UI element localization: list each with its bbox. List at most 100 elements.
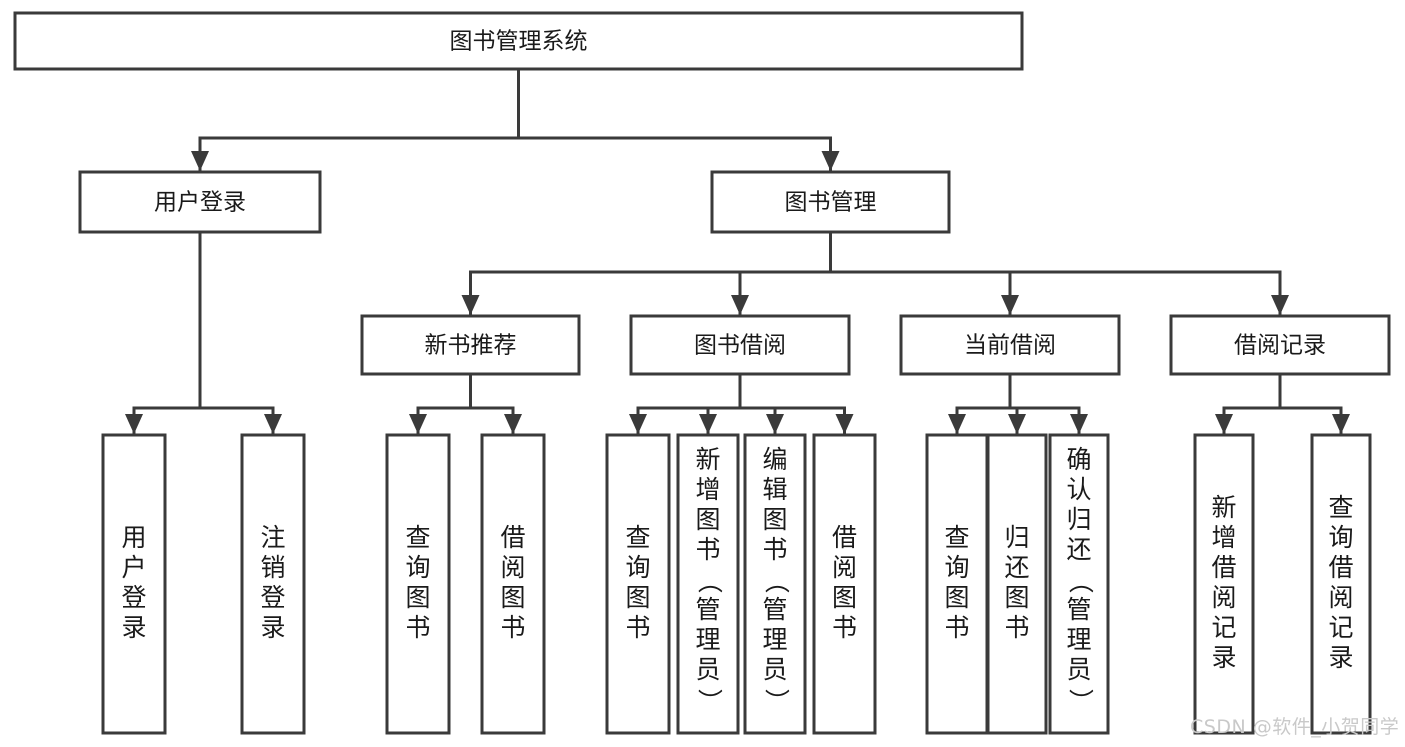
node-current-borrow[interactable]: 当前借阅 [899, 314, 1121, 376]
node-label-char: 询 [405, 553, 430, 582]
node-label-char: 询 [625, 553, 650, 582]
arrow-head-icon [264, 414, 282, 434]
node-label-char: 图 [625, 583, 650, 612]
node-label: 当前借阅 [964, 333, 1056, 359]
node-label-char: 图 [695, 505, 720, 534]
node-label: 用户登录 [154, 190, 246, 216]
node-label-char: 书 [762, 535, 787, 564]
arrow-head-icon [821, 151, 840, 171]
node-label-char: 借 [500, 523, 525, 552]
node-box [13, 11, 1024, 71]
node-label-char: 借 [832, 523, 857, 552]
node-box [385, 433, 451, 735]
node-label-char: 查 [944, 523, 969, 552]
node-new-book-recommend[interactable]: 新书推荐 [360, 314, 581, 376]
nodes-group: 图书管理系统用户登录图书管理新书推荐图书借阅当前借阅借阅记录用户登录注销登录查询… [13, 11, 1391, 735]
node-label-char: 归 [1066, 505, 1091, 534]
node-label-char: （ [1066, 568, 1095, 593]
node-label-char: 书 [500, 613, 525, 642]
node-box [78, 170, 322, 234]
node-label-char: 书 [1004, 613, 1029, 642]
node-label-char: 管 [762, 595, 787, 624]
node-label: 图书管理系统 [450, 29, 588, 55]
node-label-char: 图 [500, 583, 525, 612]
arrow-head-icon [1001, 295, 1019, 315]
node-label-char: 记 [1211, 613, 1236, 642]
node-box [1193, 433, 1255, 735]
node-label-char: 新 [695, 445, 720, 474]
node-label-char: 确 [1066, 445, 1091, 474]
arrow-head-icon [731, 295, 749, 315]
node-box [710, 170, 951, 234]
node-box [605, 433, 671, 735]
arrow-head-icon [629, 414, 647, 434]
node-label-char: 归 [1004, 523, 1029, 552]
arrow-head-icon [191, 151, 209, 171]
node-box [743, 433, 807, 735]
node-label: 新书推荐 [425, 333, 517, 359]
csdn-watermark: CSDN @软件_小贺同学 [1190, 716, 1400, 738]
node-label: 借阅记录 [1234, 333, 1326, 359]
node-box [899, 314, 1121, 376]
node-label-char: （ [762, 568, 791, 593]
node-box [240, 433, 306, 735]
node-label-char: 查 [405, 523, 430, 552]
arrow-head-icon [125, 414, 143, 434]
node-box [360, 314, 581, 376]
node-label-char: 还 [1004, 553, 1029, 582]
node-label-char: 辑 [762, 475, 787, 504]
node-box [925, 433, 989, 735]
node-box [1048, 433, 1110, 735]
node-label-char: 还 [1066, 535, 1091, 564]
node-box [629, 314, 851, 376]
node-label-char: 记 [1328, 613, 1353, 642]
node-label-char: 图 [832, 583, 857, 612]
node-box [480, 433, 546, 735]
node-label-char: 阅 [832, 553, 857, 582]
node-user-login[interactable]: 用户登录 [78, 170, 322, 234]
arrow-head-icon [1008, 414, 1026, 434]
node-label-char: 图 [405, 583, 430, 612]
node-label-char: 查 [1328, 493, 1353, 522]
node-label-char: 查 [625, 523, 650, 552]
node-label-char: 理 [695, 625, 720, 654]
node-label-char: ） [1066, 688, 1095, 713]
node-label-char: 员 [695, 655, 720, 684]
node-book-management[interactable]: 图书管理 [710, 170, 951, 234]
node-label-char: 录 [121, 613, 146, 642]
node-label: 图书管理 [785, 190, 877, 216]
arrow-head-icon [699, 414, 717, 434]
node-root[interactable]: 图书管理系统 [13, 11, 1024, 71]
connector-edges-group [125, 67, 1350, 435]
node-label-char: 管 [695, 595, 720, 624]
node-label-char: 编 [762, 445, 787, 474]
node-label-char: 书 [695, 535, 720, 564]
node-label-char: 员 [762, 655, 787, 684]
node-book-borrow[interactable]: 图书借阅 [629, 314, 851, 376]
node-leaf-user-login[interactable]: 用户登录 [101, 433, 167, 735]
node-label-char: 书 [832, 613, 857, 642]
node-label-char: 销 [260, 553, 285, 582]
node-borrow-records[interactable]: 借阅记录 [1169, 314, 1391, 376]
node-label-char: 新 [1211, 493, 1236, 522]
node-label-char: 户 [121, 553, 146, 582]
arrow-head-icon [1070, 414, 1088, 434]
node-label-char: 注 [260, 523, 285, 552]
arrow-head-icon [1332, 414, 1350, 434]
node-box [812, 433, 877, 735]
node-box [676, 433, 740, 735]
